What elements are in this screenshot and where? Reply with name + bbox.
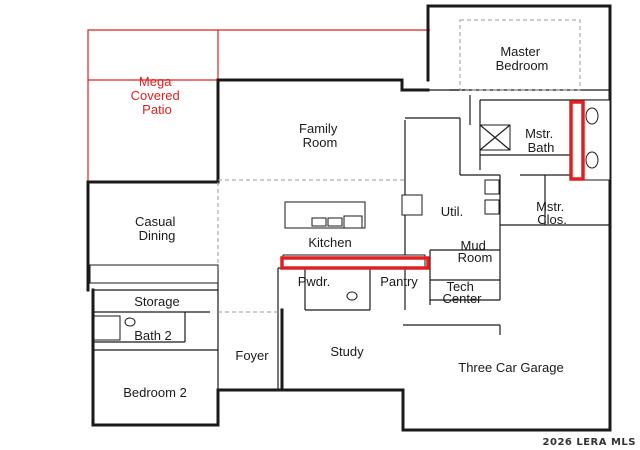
room-label-foyer: Foyer — [235, 348, 269, 363]
watermark: 2026 LERA MLS — [542, 437, 636, 448]
room-label-mstr-clos: Mstr. Clos. — [536, 199, 568, 227]
room-label-casual-dining: Casual Dining — [135, 214, 179, 243]
room-labels: Mega Covered Patio Master Bedroom Family… — [123, 44, 568, 400]
room-label-three-car-garage: Three Car Garage — [458, 360, 564, 375]
room-label-mstr-bath: Mstr. Bath — [525, 126, 557, 155]
room-label-mega-covered-patio: Mega Covered Patio — [131, 74, 184, 117]
room-label-util: Util. — [441, 204, 463, 219]
room-label-bath-2: Bath 2 — [134, 328, 172, 343]
room-label-kitchen: Kitchen — [308, 235, 351, 250]
open-area-dashes — [217, 19, 581, 313]
room-label-tech-center: Tech Center — [442, 279, 482, 306]
room-label-storage: Storage — [134, 294, 180, 309]
room-label-pwdr: Pwdr. — [298, 274, 331, 289]
room-label-mud-room: Mud Room — [458, 238, 493, 265]
room-label-study: Study — [330, 344, 364, 359]
fixtures — [89, 99, 611, 341]
room-label-master-bedroom: Master Bedroom — [496, 44, 549, 73]
room-label-family-room: Family Room — [299, 121, 341, 150]
room-label-bedroom-2: Bedroom 2 — [123, 385, 187, 400]
bathtub — [93, 315, 121, 341]
room-label-pantry: Pantry — [380, 274, 418, 289]
covered-patio-outline — [87, 29, 430, 182]
